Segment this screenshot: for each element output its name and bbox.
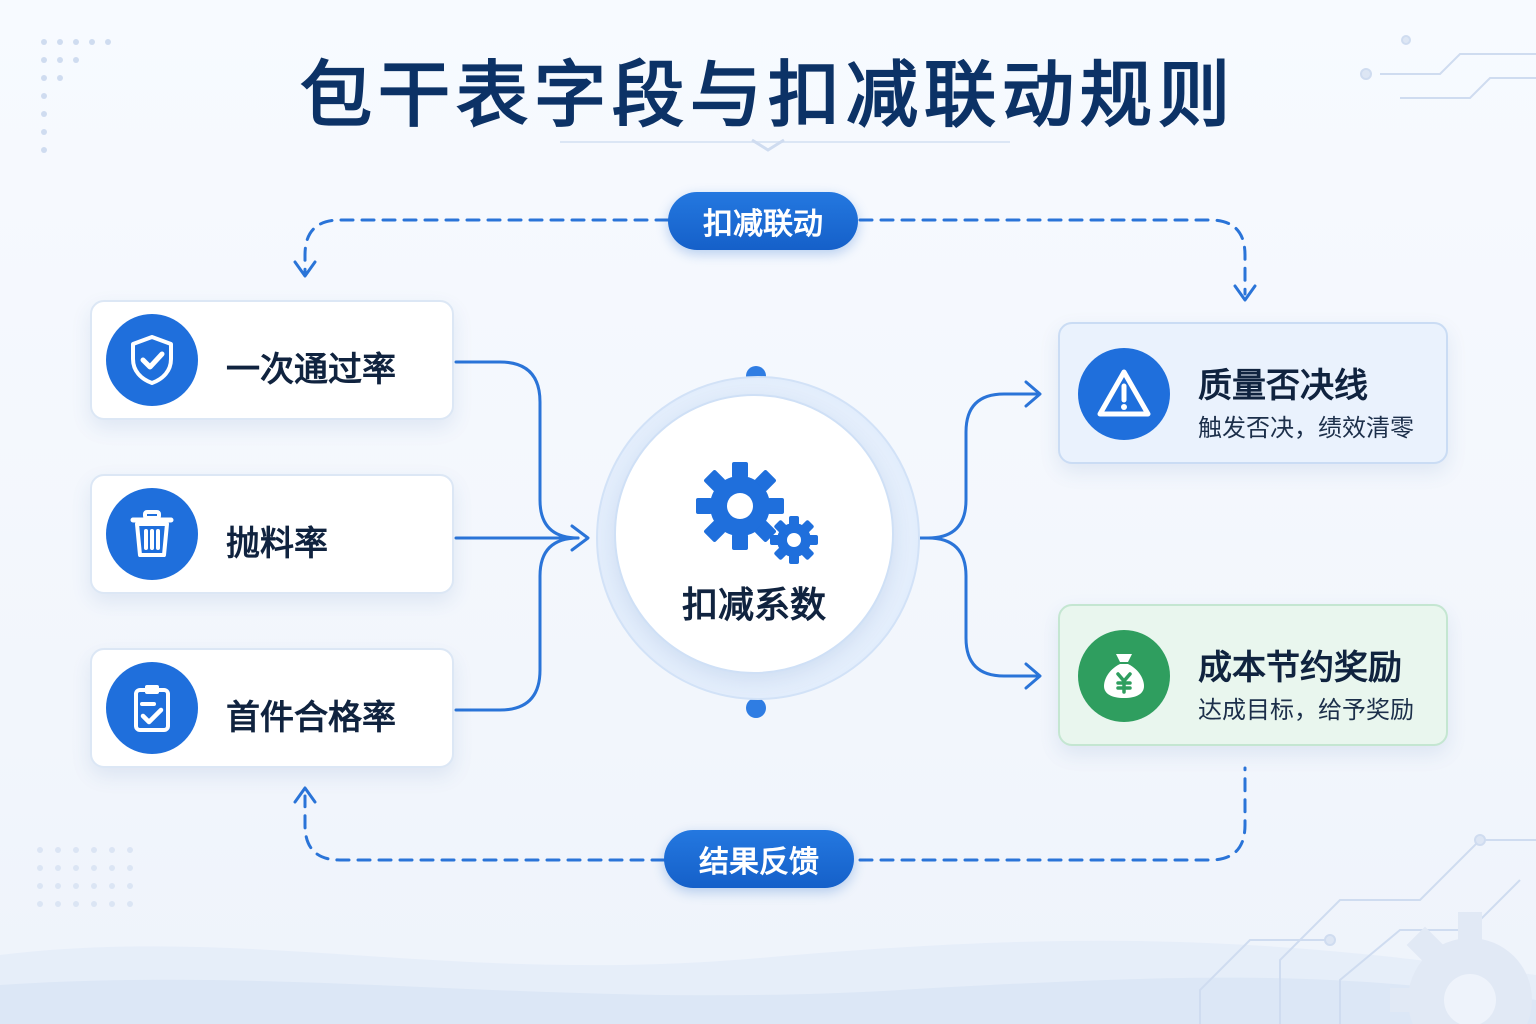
output-label: 质量否决线 (1198, 366, 1368, 406)
arrow-to-output-1 (1024, 380, 1042, 408)
input-label: 抛料率 (226, 524, 328, 564)
arrow-down-right (1233, 284, 1257, 302)
connector-input-1 (454, 360, 580, 540)
input-label: 首件合格率 (226, 698, 396, 738)
top-loop-pill: 扣减联动 (668, 192, 858, 250)
gears-icon (696, 462, 818, 564)
shield-check-icon (106, 314, 198, 406)
input-card-scrap-rate: 抛料率 (90, 474, 454, 594)
hub-bottom-dot (746, 698, 766, 718)
connector-output-1 (926, 392, 1040, 540)
connector-bottom-loop-right (858, 766, 1247, 862)
output-sub: 触发否决，绩效清零 (1198, 414, 1414, 442)
connector-top-loop-right (858, 218, 1247, 296)
input-card-first-article-rate: 首件合格率 (90, 648, 454, 768)
connector-top-loop-left (303, 218, 670, 274)
arrow-up-left (293, 786, 317, 804)
output-label: 成本节约奖励 (1198, 648, 1402, 688)
page-title: 包干表字段与扣减联动规则 (299, 53, 1236, 137)
input-card-first-pass-rate: 一次通过率 (90, 300, 454, 420)
output-sub: 达成目标，给予奖励 (1198, 696, 1414, 724)
connector-input-3 (454, 536, 580, 712)
arrow-into-hub (570, 524, 590, 552)
money-bag-icon (1078, 630, 1170, 722)
arrow-to-output-2 (1024, 662, 1042, 690)
arrow-down-left (293, 260, 317, 278)
output-card-quality-veto: 质量否决线 触发否决，绩效清零 (1058, 322, 1448, 464)
bottom-loop-pill: 结果反馈 (664, 830, 854, 888)
trash-icon (106, 488, 198, 580)
hub-circle (614, 394, 894, 674)
output-card-cost-saving-reward: 成本节约奖励 达成目标，给予奖励 (1058, 604, 1448, 746)
warning-icon (1078, 348, 1170, 440)
input-label: 一次通过率 (226, 350, 396, 390)
hub-label: 扣减系数 (681, 585, 826, 626)
connector-output-2 (926, 536, 1040, 678)
clipboard-check-icon (106, 662, 198, 754)
connector-bottom-loop-left (303, 794, 666, 862)
